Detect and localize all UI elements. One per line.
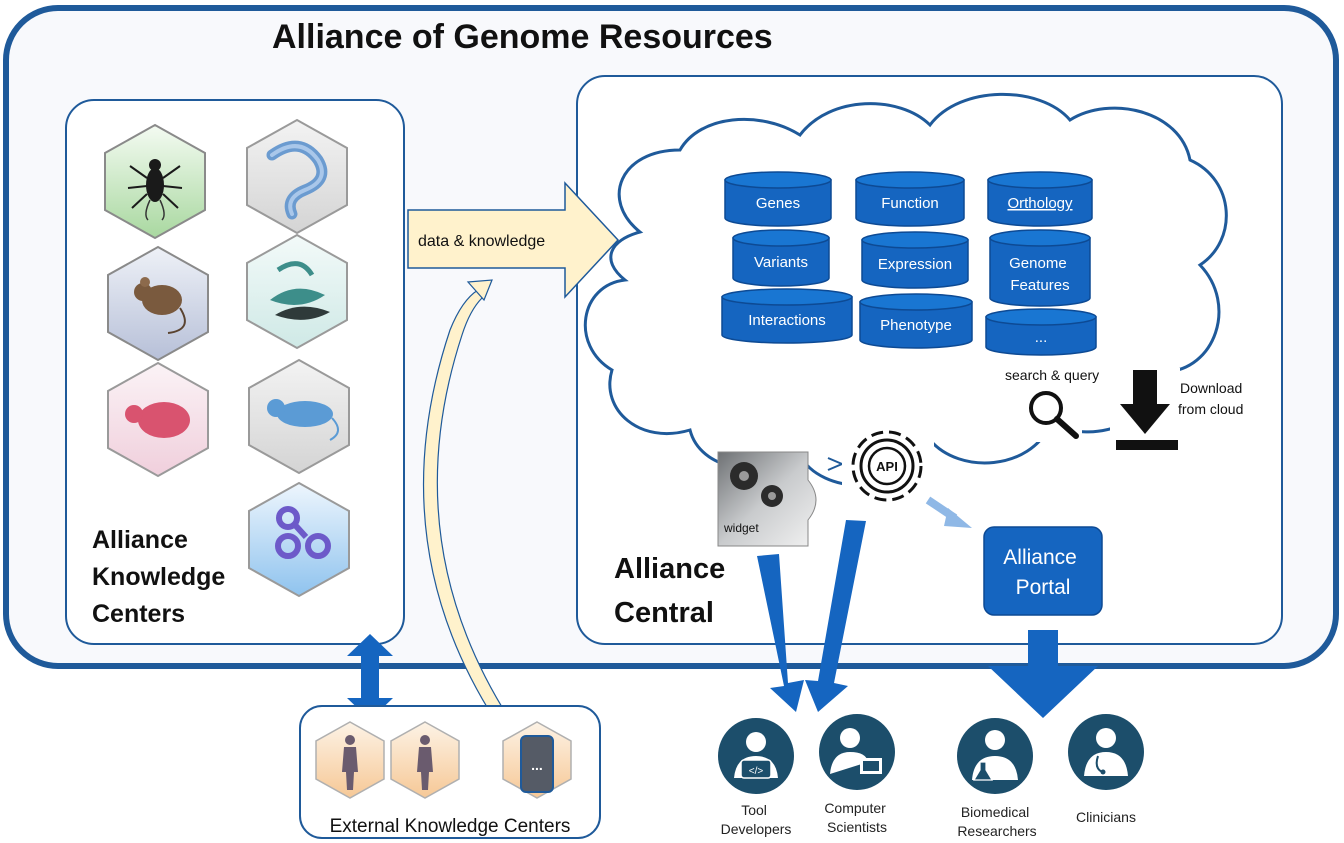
main-title: Alliance of Genome Resources bbox=[272, 18, 773, 56]
computer-scientists-label: Computer Scientists bbox=[824, 800, 889, 835]
clinicians-icon bbox=[1068, 714, 1144, 790]
data-knowledge-arrow: data & knowledge bbox=[407, 181, 620, 299]
alliance-central-label: Alliance Central bbox=[614, 553, 733, 629]
search-icon bbox=[1020, 386, 1082, 442]
download-icon bbox=[1110, 368, 1180, 450]
kc-label-line3: Centers bbox=[92, 600, 185, 628]
db-orthology: Orthology bbox=[987, 171, 1093, 227]
worm-icon bbox=[246, 118, 348, 235]
svg-text:</>: </> bbox=[749, 766, 764, 777]
db-expression: Expression bbox=[861, 231, 969, 289]
biomedical-researchers-icon bbox=[957, 718, 1033, 794]
tool-developers-icon: </> bbox=[718, 718, 794, 794]
db-expression-label: Expression bbox=[878, 256, 952, 273]
db-genes: Genes bbox=[724, 171, 832, 227]
db-phenotype: Phenotype bbox=[859, 293, 973, 349]
db-function: Function bbox=[855, 171, 965, 227]
alliance-portal-box bbox=[983, 526, 1103, 616]
clinicians-label: Clinicians bbox=[1076, 809, 1136, 825]
db-variants: Variants bbox=[732, 229, 830, 287]
db-more: ... bbox=[985, 308, 1097, 356]
api-to-users-arrow bbox=[805, 520, 866, 712]
db-genome-features-label: Genome Features bbox=[1009, 255, 1071, 294]
db-phenotype-label: Phenotype bbox=[880, 317, 952, 334]
data-knowledge-label: data & knowledge bbox=[418, 233, 545, 250]
more-centers-icon: ... bbox=[502, 721, 572, 799]
more-centers-label: ... bbox=[531, 757, 543, 773]
api-gear-icon: API bbox=[842, 420, 934, 512]
kc-label-line1: Alliance bbox=[92, 526, 188, 554]
portal-to-users-arrow bbox=[988, 630, 1098, 718]
external-centers-label: External Knowledge Centers bbox=[330, 816, 571, 837]
rat-icon bbox=[248, 358, 350, 475]
kc-label-line2: Knowledge bbox=[92, 563, 225, 591]
external-to-data-curved-arrow bbox=[422, 279, 512, 721]
widget-icon: widget bbox=[717, 451, 817, 547]
knowledge-centers-label: Alliance Knowledge Centers bbox=[92, 526, 232, 628]
zebrafish-icon bbox=[246, 233, 348, 350]
gene-ontology-icon bbox=[248, 481, 350, 598]
api-to-portal-arrow bbox=[925, 496, 972, 528]
human-icon-1 bbox=[315, 721, 385, 799]
download-label: Download from cloud bbox=[1178, 380, 1246, 417]
db-genes-label: Genes bbox=[756, 195, 800, 212]
human-icon-2 bbox=[390, 721, 460, 799]
db-more-label: ... bbox=[1035, 329, 1048, 346]
search-query-label: search & query bbox=[1005, 367, 1099, 383]
alliance-portal-label: Alliance Portal bbox=[1003, 546, 1082, 599]
yeast-icon bbox=[107, 361, 209, 478]
db-function-label: Function bbox=[881, 195, 939, 212]
db-variants-label: Variants bbox=[754, 254, 808, 271]
db-interactions-label: Interactions bbox=[748, 312, 826, 329]
fly-icon bbox=[104, 123, 206, 240]
computer-scientists-icon bbox=[819, 714, 895, 790]
biomedical-researchers-label: Biomedical Researchers bbox=[957, 804, 1036, 839]
db-genome-features: Genome Features bbox=[989, 229, 1091, 307]
mouse-icon bbox=[107, 245, 209, 362]
api-label: API bbox=[876, 459, 898, 474]
db-interactions: Interactions bbox=[721, 288, 853, 344]
widget-to-users-arrow bbox=[757, 554, 804, 712]
db-orthology-label: Orthology bbox=[1007, 195, 1073, 212]
tool-developers-label: Tool Developers bbox=[721, 802, 792, 837]
widget-label: widget bbox=[723, 521, 759, 535]
